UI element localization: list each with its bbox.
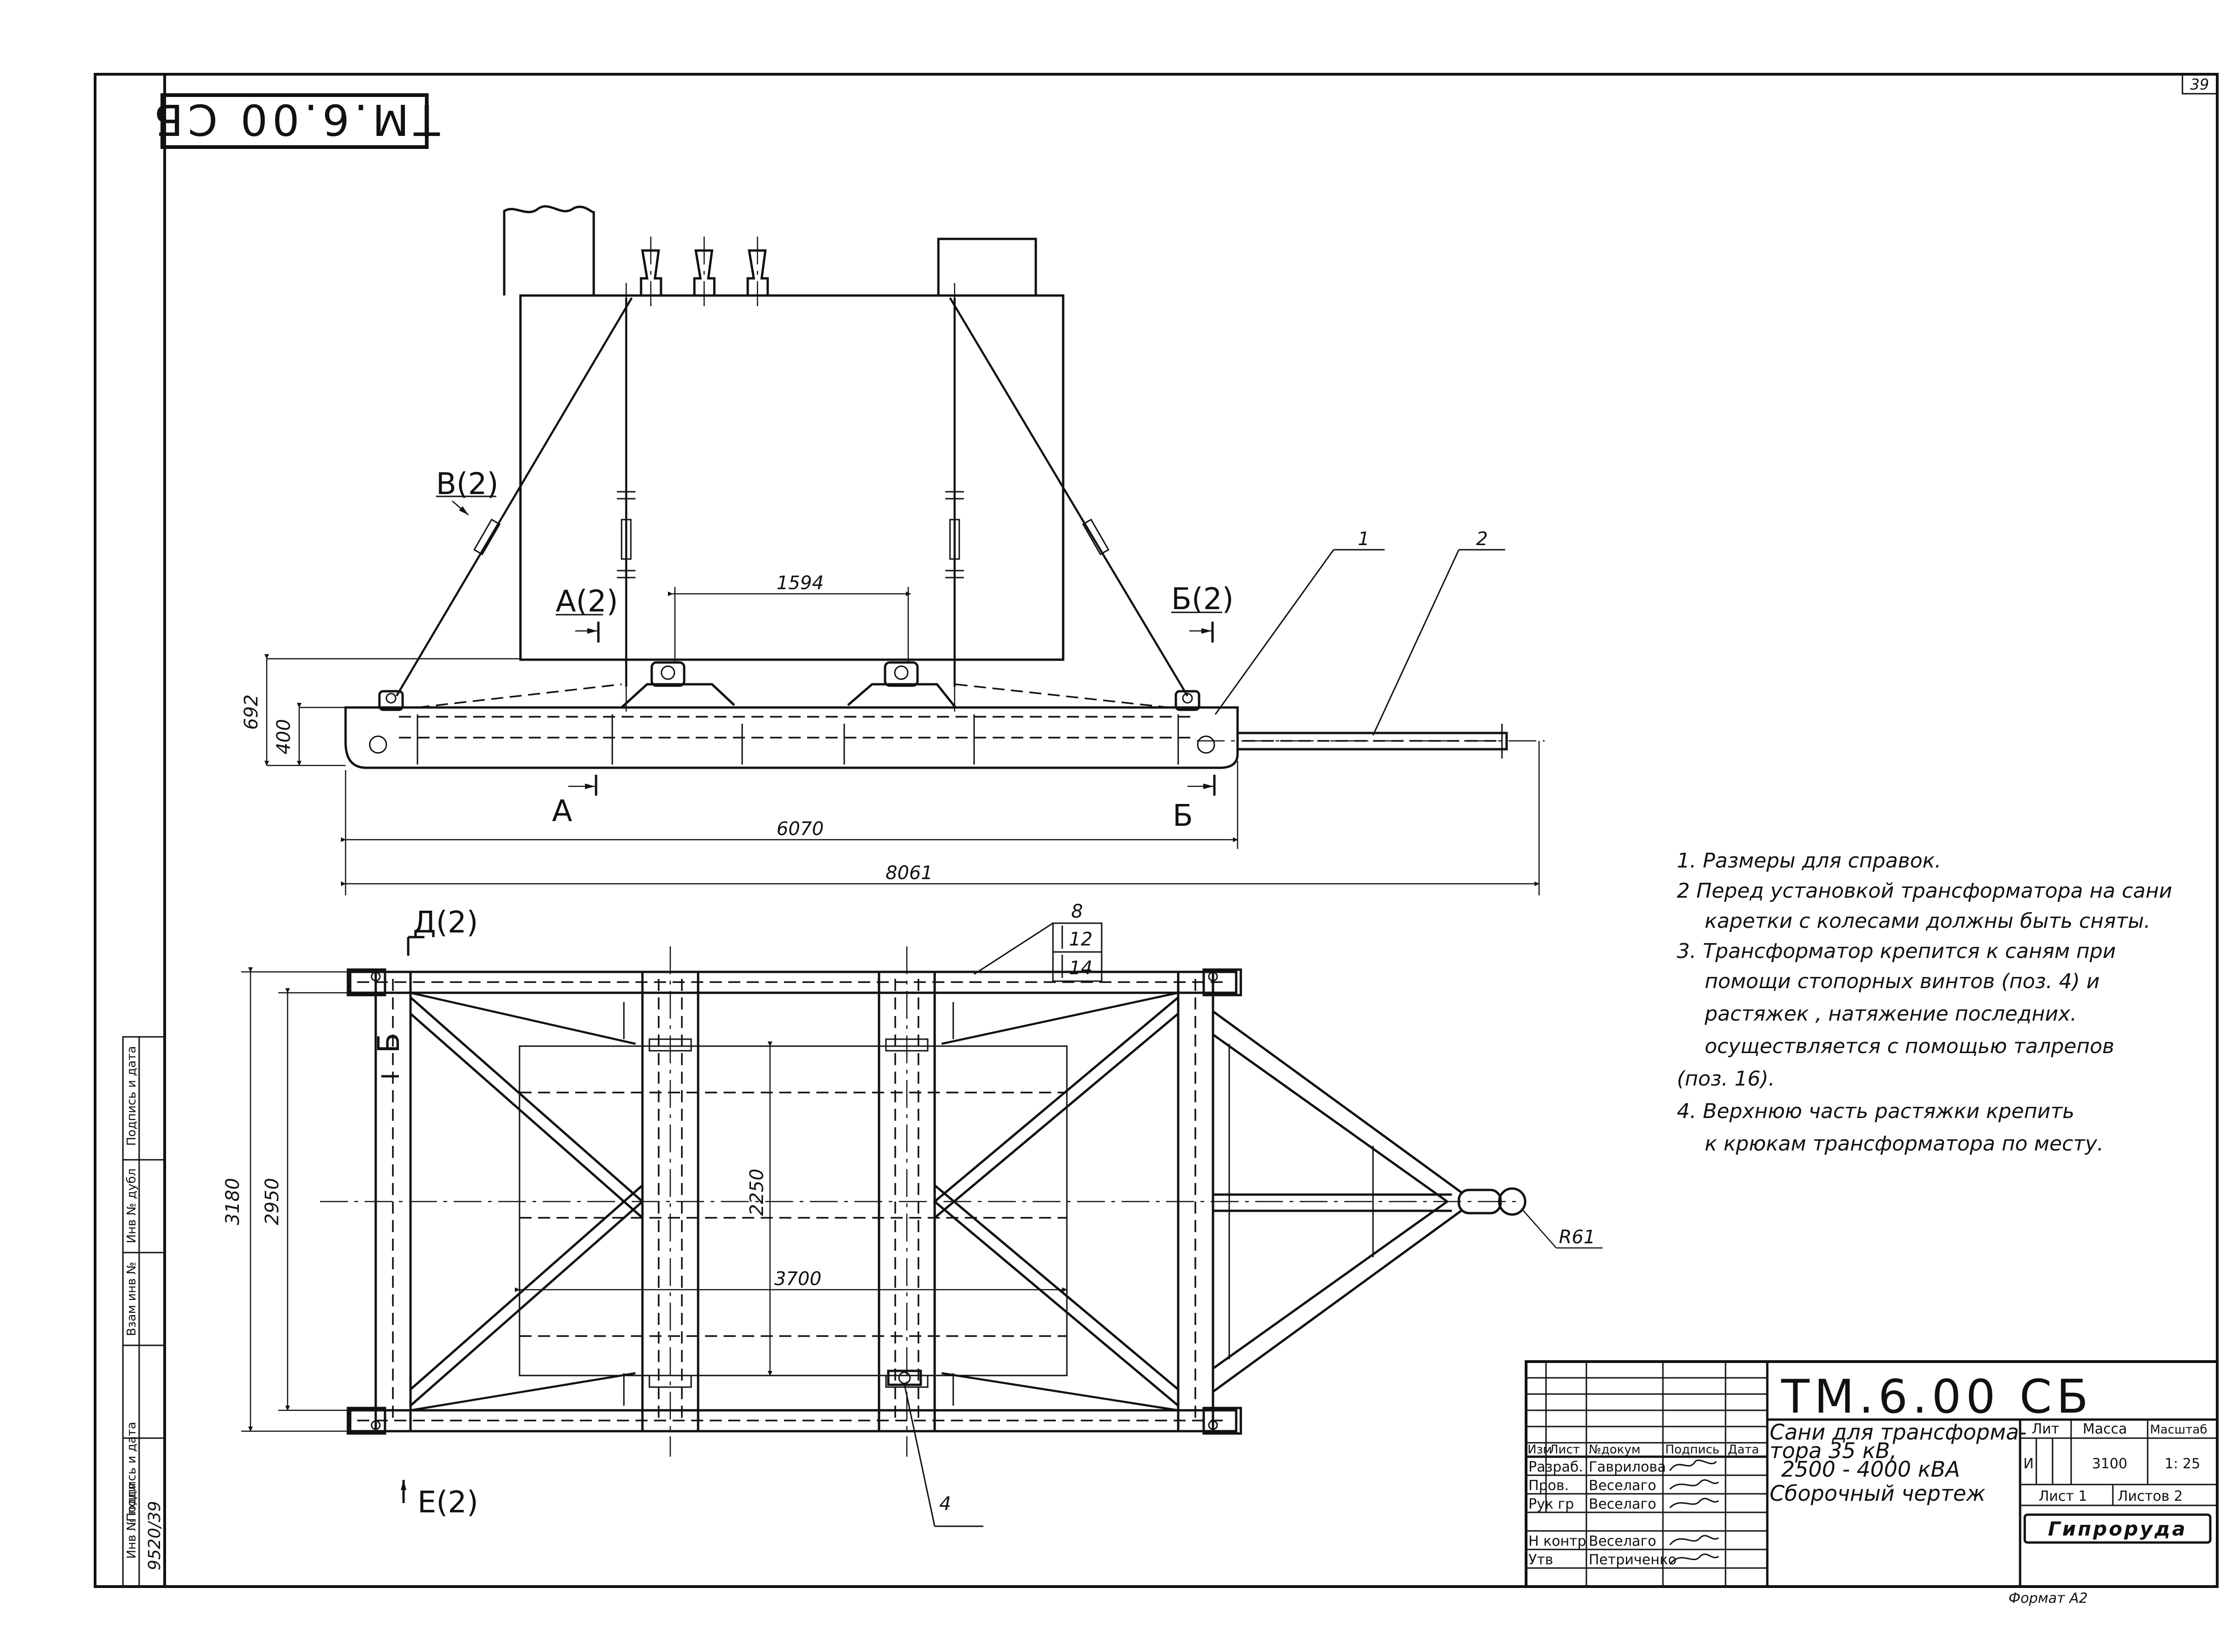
tb-title-line-1: Сани для трансформа- [1770, 1420, 2027, 1445]
pos-8: 8 [1071, 901, 1083, 922]
label-view-e2: Е(2) [417, 1485, 478, 1520]
transformer-tank [519, 294, 1065, 661]
tb-col-date: Дата [1728, 1443, 1759, 1457]
tb-name-checker: Веселаго [1589, 1478, 1656, 1494]
note-line-3: каретки с колесами должны быть сняты. [1705, 909, 2150, 933]
tb-name-approver: Петриченко [1589, 1552, 1676, 1568]
note-line-5: помощи стопорных винтов (поз. 4) и [1705, 970, 2099, 993]
dim-8061: 8061 [886, 862, 933, 884]
dim-1594: 1594 [776, 572, 824, 594]
tb-scale-label: Масштаб [2150, 1423, 2207, 1437]
dim-r61: R61 [1559, 1227, 1596, 1248]
plan-view: 3180 2950 2250 3700 R61 Д(2) Е(2) Б [222, 901, 1603, 1527]
tb-title-line-2: тора 35 кВ, [1770, 1438, 1897, 1463]
note-line-9: 4. Верхнюю часть растяжки крепить [1677, 1099, 2074, 1123]
note-line-10: к крюкам трансформатора по месту. [1705, 1132, 2104, 1156]
label-view-a2: А(2) [556, 585, 618, 619]
top-code-text: ТМ.6.00 СБ [149, 95, 440, 144]
drawbar-frame [1212, 1010, 1527, 1393]
tb-role-norm-control: Н контр [1528, 1533, 1586, 1549]
tb-organization: Гипроруда [2048, 1517, 2187, 1540]
tb-col-signature: Подпись [1665, 1443, 1720, 1457]
sheet-frame: 39 [94, 73, 2219, 1588]
tb-drawing-code: ТМ.6.00 СБ [1781, 1369, 2093, 1424]
note-line-8: (поз. 16). [1677, 1067, 1775, 1091]
dim-3180: 3180 [222, 1178, 244, 1225]
note-line-1: 1. Размеры для справок. [1677, 849, 1941, 873]
label-section-a: А [552, 794, 572, 829]
tension-cables [396, 297, 1188, 697]
side-dimensions: 1594 692 400 6070 8061 [241, 572, 1540, 895]
tb-mass-label: Масса [2083, 1421, 2127, 1437]
sled-base [344, 661, 1239, 769]
tb-col-change: Изм [1527, 1443, 1552, 1457]
stamp-sign-date-1: Подпись и дата [125, 1422, 139, 1522]
dim-400: 400 [273, 719, 295, 754]
tb-lit-value: И [2023, 1456, 2034, 1472]
drawbar-side [1197, 724, 1545, 759]
tb-name-group-lead: Веселаго [1589, 1496, 1656, 1512]
note-line-6: растяжек , натяжение последних. [1704, 1002, 2077, 1026]
stamp-sign-date-2: Подпись и дата [125, 1046, 139, 1146]
plan-view-labels: Д(2) Е(2) Б 8 12 14 4 [372, 901, 1103, 1527]
pos-14: 14 [1069, 958, 1093, 979]
tb-col-docnum: №докум [1589, 1443, 1641, 1457]
stamp-repl-inv: Взам инв № [125, 1262, 139, 1336]
dim-2250: 2250 [746, 1169, 768, 1216]
stamp-inv-dup: Инв № дубл [125, 1169, 139, 1243]
side-view: 1594 692 400 6070 8061 В(2) А(2) [241, 205, 1545, 895]
top-code-stamp: ТМ.6.00 СБ [149, 93, 440, 149]
dim-2950: 2950 [262, 1178, 283, 1225]
pos-12: 12 [1069, 929, 1093, 950]
dim-6070: 6070 [776, 818, 824, 840]
title-block: Изм Лист №докум Подпись Дата Разраб. Гав… [1525, 1360, 2219, 1588]
stamp-inventory-number: 9520/39 [145, 1501, 164, 1570]
dim-3700: 3700 [774, 1268, 821, 1290]
tb-role-approver: Утв [1528, 1552, 1553, 1568]
note-line-7: осуществляется с помощью талрепов [1705, 1035, 2114, 1058]
signatures [1669, 1459, 1719, 1565]
side-position-callouts: 1 2 [1214, 528, 1505, 736]
tb-lit-label: Лит [2032, 1421, 2060, 1437]
tb-sheets-label: Листов 2 [2118, 1488, 2183, 1504]
technical-notes: 1. Размеры для справок. 2 Перед установк… [1677, 849, 2172, 1156]
tb-role-group-lead: Рук гр [1528, 1496, 1574, 1512]
pos-4: 4 [939, 1493, 951, 1515]
tb-sheet-label: Лист 1 [2039, 1488, 2087, 1504]
side-stamp: Инв № подл 9520/39 Подпись и дата Взам и… [122, 1036, 166, 1588]
label-plan-b: Б [372, 1033, 406, 1053]
tb-mass-value: 3100 [2092, 1456, 2127, 1472]
note-line-4: 3. Трансформатор крепится к саням при [1677, 939, 2116, 963]
note-line-2: 2 Перед установкой трансформатора на сан… [1677, 879, 2172, 903]
side-view-labels: В(2) А(2) Б(2) А Б [436, 467, 1234, 833]
plan-dimensions: 3180 2950 2250 3700 R61 [222, 967, 1603, 1432]
pos-1: 1 [1358, 528, 1369, 550]
tb-name-norm-control: Веселаго [1589, 1533, 1656, 1549]
page-number: 39 [2190, 76, 2209, 93]
tb-role-developer: Разраб. [1528, 1459, 1583, 1475]
tb-role-checker: Пров. [1528, 1478, 1569, 1494]
tb-col-sheet: Лист [1549, 1443, 1580, 1457]
sheet-format: Формат А2 [2008, 1590, 2088, 1607]
label-view-d2: Д(2) [413, 906, 478, 940]
pos-2: 2 [1476, 528, 1488, 550]
tb-name-developer: Гаврилова [1589, 1459, 1666, 1475]
tb-title-line-4: Сборочный чертеж [1770, 1481, 1986, 1506]
label-section-b: Б [1173, 799, 1193, 833]
stamp-inv-orig: Инв № подл [125, 1483, 139, 1559]
label-view-b2: Б(2) [1171, 582, 1234, 617]
tb-title-line-3: 2500 - 4000 кВА [1781, 1457, 1960, 1482]
tb-scale-value: 1: 25 [2165, 1456, 2201, 1472]
dim-692: 692 [241, 694, 262, 730]
